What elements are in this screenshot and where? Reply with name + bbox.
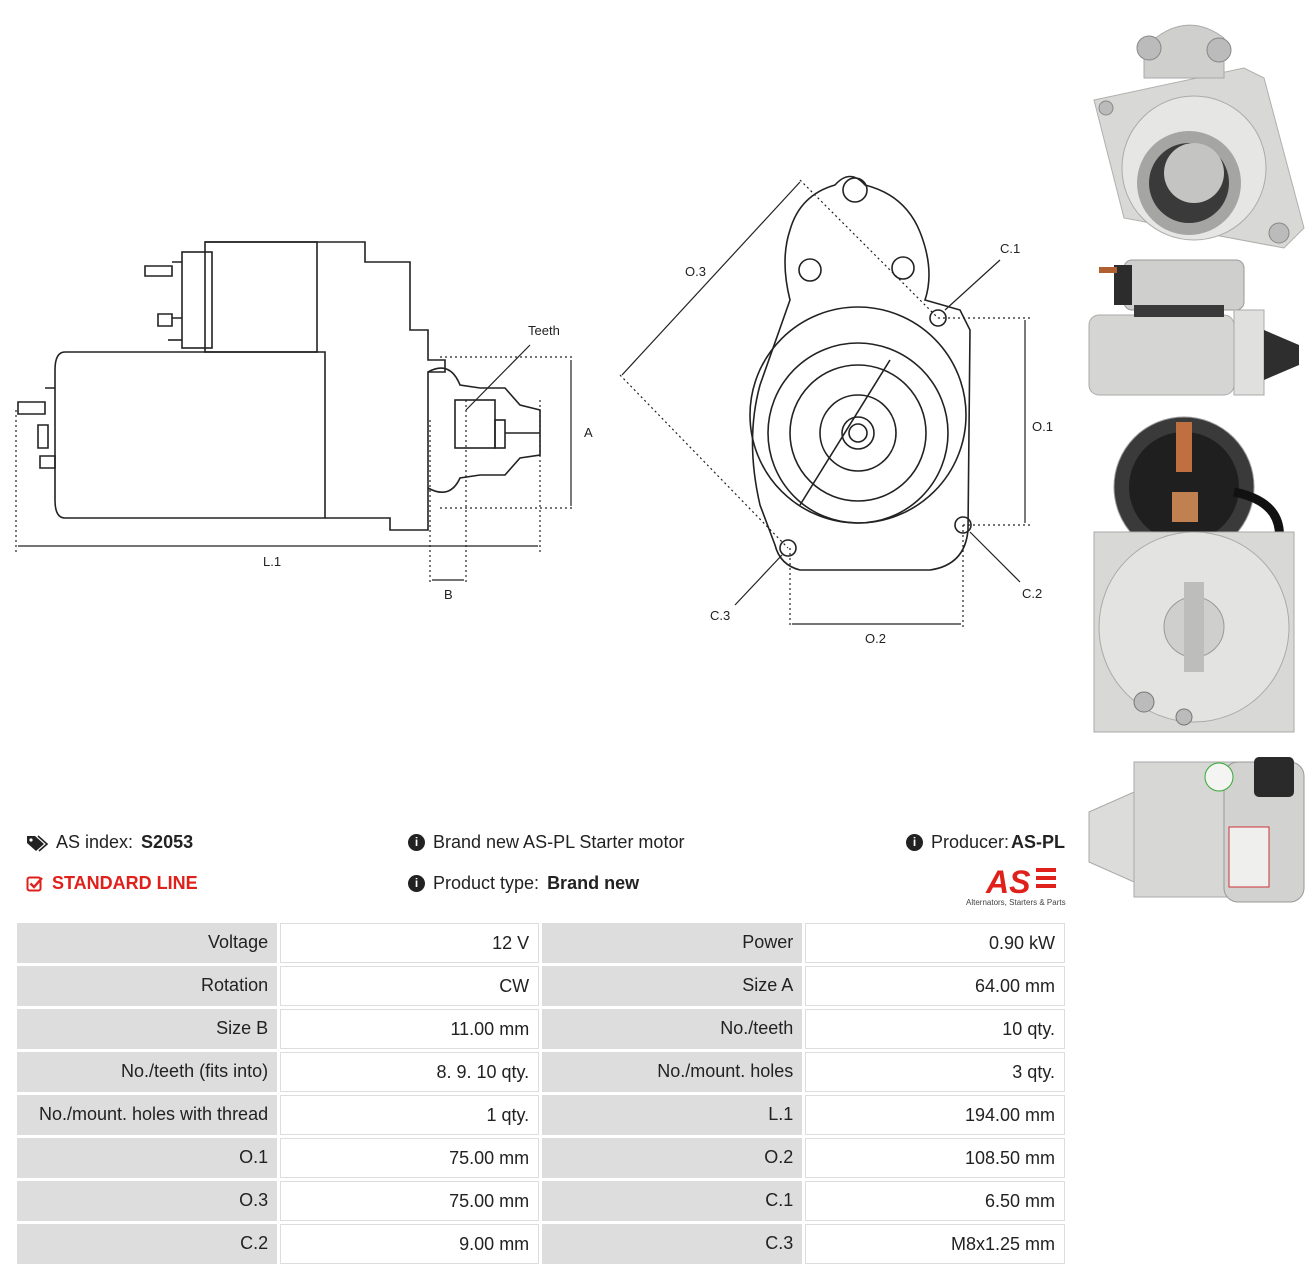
spec-key: C.3 <box>542 1224 803 1264</box>
flange-outline <box>751 175 971 571</box>
spec-key: Size A <box>542 966 803 1006</box>
spec-value: CW <box>280 966 540 1006</box>
spec-key: O.2 <box>542 1138 803 1178</box>
description-text: Brand new AS-PL Starter motor <box>433 832 685 852</box>
spec-value: 64.00 mm <box>805 966 1065 1006</box>
spec-key: Voltage <box>17 923 278 963</box>
spec-key: Size B <box>17 1009 278 1049</box>
starter-dimension-diagram: Teeth A B L.1 O.1 O.2 O.3 C.1 C.2 C.3 <box>15 175 1053 646</box>
tags-icon <box>27 834 48 852</box>
motor-body <box>54 351 326 519</box>
spec-value: 11.00 mm <box>280 1009 540 1049</box>
spec-value: 3 qty. <box>805 1052 1065 1092</box>
spec-key: No./teeth (fits into) <box>17 1052 278 1092</box>
as-logo-mark: AS <box>985 864 1056 900</box>
standard-line-label: STANDARD LINE <box>52 873 198 893</box>
as-index-label: AS index: <box>56 832 134 852</box>
producer-value: AS-PL <box>1011 832 1066 852</box>
label-c2: C.2 <box>1022 586 1042 601</box>
logo-tagline: Alternators, Starters & Parts <box>966 898 1066 907</box>
label-o2: O.2 <box>865 631 886 646</box>
info-icon: i <box>408 875 425 892</box>
spec-key: C.1 <box>542 1181 803 1221</box>
drive-end <box>427 367 541 494</box>
spec-key: L.1 <box>542 1095 803 1135</box>
spec-value: 75.00 mm <box>280 1138 540 1178</box>
description: i Brand new AS-PL Starter motor <box>408 832 684 853</box>
label-l1: L.1 <box>263 554 281 569</box>
producer: i Producer: AS-PL <box>906 832 1065 853</box>
spec-value: 8. 9. 10 qty. <box>280 1052 540 1092</box>
photo-side-label[interactable] <box>1084 752 1316 912</box>
as-index: AS index: S2053 <box>26 832 193 853</box>
spec-key: Rotation <box>17 966 278 1006</box>
checkbox-check-icon <box>26 876 43 891</box>
info-icon: i <box>906 834 923 851</box>
solenoid <box>205 241 446 531</box>
product-type-value: Brand new <box>547 873 640 893</box>
product-type: i Product type: Brand new <box>408 873 639 894</box>
photo-rear[interactable] <box>1084 412 1316 742</box>
product-photos <box>1084 0 1316 920</box>
spec-value: 1 qty. <box>280 1095 540 1135</box>
label-o1: O.1 <box>1032 419 1053 434</box>
spec-value: 12 V <box>280 923 540 963</box>
spec-value: 6.50 mm <box>805 1181 1065 1221</box>
label-c3: C.3 <box>710 608 730 623</box>
label-o3: O.3 <box>685 264 706 279</box>
standard-line: STANDARD LINE <box>26 873 198 894</box>
spec-key: O.1 <box>17 1138 278 1178</box>
producer-label: Producer: <box>931 832 1010 852</box>
spec-value: 0.90 kW <box>805 923 1065 963</box>
label-teeth: Teeth <box>528 323 560 338</box>
product-type-label: Product type: <box>433 873 540 893</box>
spec-value: 75.00 mm <box>280 1181 540 1221</box>
spec-value: M8x1.25 mm <box>805 1224 1065 1264</box>
spec-key: Power <box>542 923 803 963</box>
spec-key: No./mount. holes with thread <box>17 1095 278 1135</box>
spec-value: 9.00 mm <box>280 1224 540 1264</box>
spec-key: No./teeth <box>542 1009 803 1049</box>
spec-row: No./teeth (fits into)8. 9. 10 qty.No./mo… <box>17 1052 1065 1092</box>
as-index-value: S2053 <box>141 832 194 852</box>
label-size-a: A <box>584 425 593 440</box>
spec-key: C.2 <box>17 1224 278 1264</box>
spec-value: 108.50 mm <box>805 1138 1065 1178</box>
technical-drawing: Teeth A B L.1 O.1 O.2 O.3 C.1 C.2 C.3 <box>15 175 1053 646</box>
spec-key: O.3 <box>17 1181 278 1221</box>
photo-side[interactable] <box>1084 255 1316 405</box>
info-icon: i <box>408 834 425 851</box>
spec-key: No./mount. holes <box>542 1052 803 1092</box>
label-size-b: B <box>444 587 453 602</box>
svg-text:AS: AS <box>985 864 1031 898</box>
spec-value: 194.00 mm <box>805 1095 1065 1135</box>
photo-front-flange[interactable] <box>1084 8 1316 253</box>
label-c1: C.1 <box>1000 241 1020 256</box>
as-pl-logo: AS Alternators, Starters & Parts <box>966 864 1076 910</box>
spec-value: 10 qty. <box>805 1009 1065 1049</box>
